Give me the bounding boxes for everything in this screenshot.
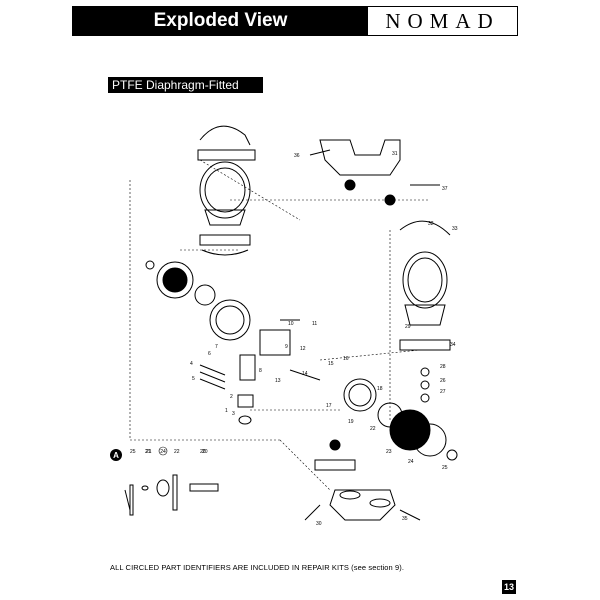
callout: 5: [192, 376, 195, 382]
callout: 13: [275, 378, 281, 384]
callout: 34: [450, 342, 456, 348]
callout: 35: [402, 516, 408, 522]
callout: 8: [259, 368, 262, 374]
callout: 1: [225, 408, 228, 414]
inset-label: 24: [160, 449, 166, 455]
brand-logo: NOMAD: [368, 7, 517, 35]
callout: 30: [316, 521, 322, 527]
callout: 18: [377, 386, 383, 392]
section-label: PTFE Diaphragm-Fitted: [108, 77, 263, 93]
callout: 25: [442, 465, 448, 471]
callout: 24: [408, 459, 414, 465]
callout: 4: [190, 361, 193, 367]
callout: 7: [215, 344, 218, 350]
page-header: Exploded View NOMAD: [72, 6, 518, 36]
exploded-view-diagram: A 25 21 24 22 20 1 2 3 4 5 6 7 8 9 10 11…: [110, 125, 458, 527]
inset-label: 22: [174, 449, 180, 455]
callout: 6: [208, 351, 211, 357]
inset-label: 20: [200, 449, 206, 455]
callout: 3: [232, 411, 235, 417]
inset-badge: A: [113, 451, 119, 460]
callout: 26: [440, 378, 446, 384]
callout: 10: [288, 321, 294, 327]
page-number: 13: [502, 580, 516, 594]
inset-label-circle: [158, 446, 168, 456]
callout: 16: [343, 356, 349, 362]
callout: 31: [392, 151, 398, 157]
callout: 20: [202, 449, 208, 455]
callout: 29: [405, 324, 411, 330]
callout: 17: [326, 403, 332, 409]
callout: 28: [440, 364, 446, 370]
callout: 37: [442, 186, 448, 192]
callout: 14: [302, 371, 308, 377]
callout: 11: [312, 321, 317, 327]
callout: 32: [428, 221, 434, 227]
inset-label: 21: [145, 449, 151, 455]
inset-label: 25: [130, 449, 136, 455]
callout: 22: [370, 426, 376, 432]
callout: 9: [285, 344, 288, 350]
callout: 23: [386, 449, 392, 455]
callout: 27: [440, 389, 446, 395]
callout: 2: [230, 394, 233, 400]
callout: 36: [294, 153, 300, 159]
inset-badge-circle: [110, 449, 122, 461]
callout: 19: [348, 419, 354, 425]
callout: 15: [328, 361, 334, 367]
callout: 21: [146, 449, 152, 455]
callout: 33: [452, 226, 458, 232]
callout: 12: [300, 346, 306, 352]
page-title: Exploded View: [73, 7, 368, 35]
repair-kit-note: ALL CIRCLED PART IDENTIFIERS ARE INCLUDE…: [110, 563, 405, 572]
